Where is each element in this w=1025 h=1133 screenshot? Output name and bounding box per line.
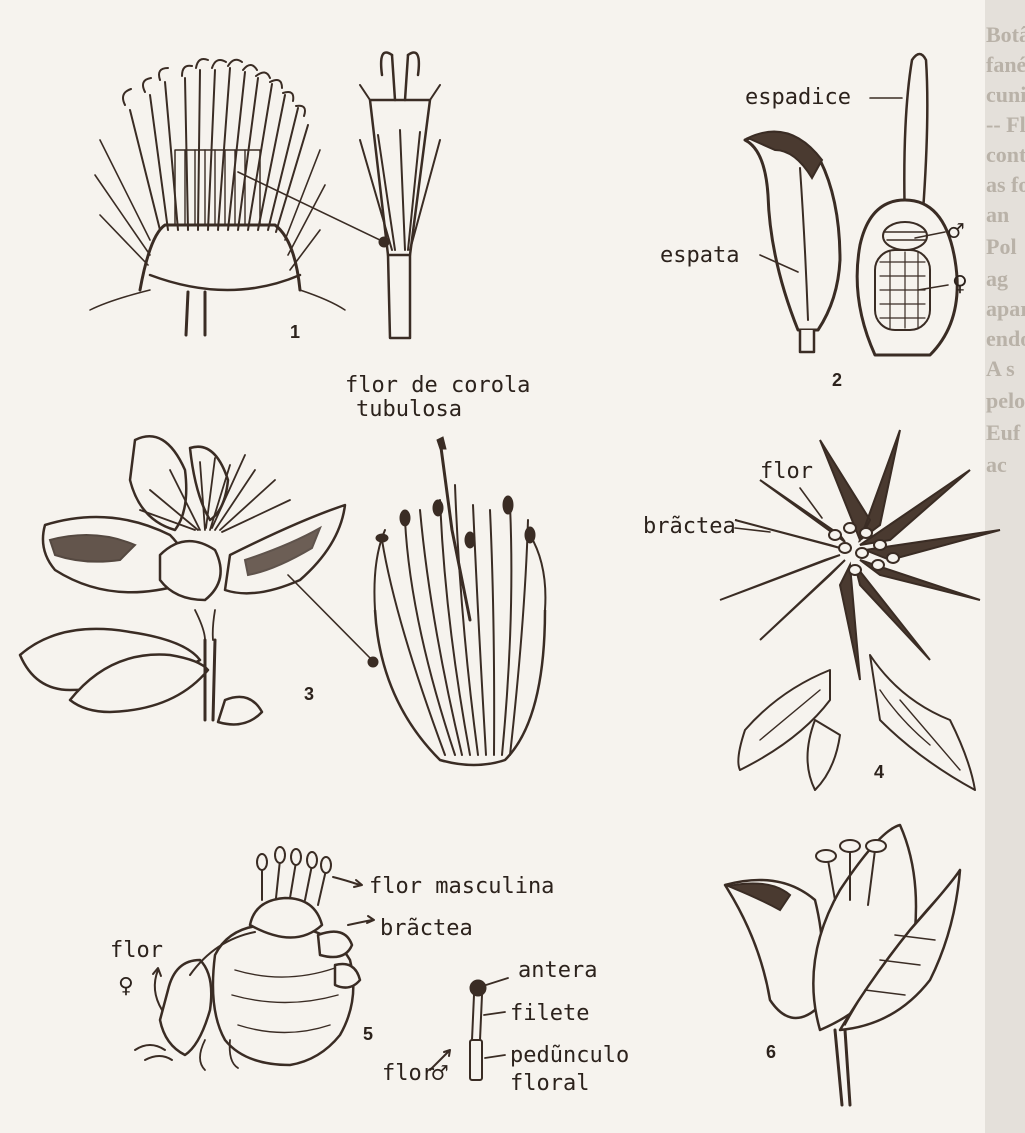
label-peduncle-line2: floral (510, 1071, 589, 1096)
label-bractea-5: brãctea (380, 916, 473, 941)
figure-4: flor brãctea 4 (643, 430, 1000, 790)
bleed-line: cuni (986, 82, 1025, 107)
figure-1: 1 (90, 53, 440, 343)
figure-number-2: 2 (832, 370, 842, 390)
figure-number-3: 3 (304, 684, 314, 704)
bleed-line: as fo (986, 172, 1025, 197)
label-flor: flor (760, 459, 813, 484)
pointer-dot (379, 237, 389, 247)
label-antera: antera (518, 958, 597, 983)
figure-5: flor masculina brãctea flor ♀ antera fil… (110, 847, 629, 1096)
label-flor-female: flor (110, 938, 163, 963)
label-flor-masculina: flor masculina (369, 874, 554, 899)
male-flower-detail: antera filete pedũnculo floral flor ♂ (382, 958, 629, 1096)
stamen-detail-drawing (374, 437, 545, 765)
bleed-line: -- Flo (986, 112, 1025, 137)
female-symbol-5: ♀ (118, 971, 134, 1001)
figure-3: flor de corola tubulosa (20, 373, 545, 765)
caption-corola-line2: tubulosa (356, 397, 462, 422)
spathe-drawing (745, 132, 840, 352)
label-filete: filete (510, 1001, 589, 1026)
figure-2: espadice espata ♂ ♀ 2 (660, 54, 968, 390)
male-symbol-5: ♂ (432, 1059, 448, 1089)
label-peduncle-line1: pedũnculo (510, 1043, 629, 1068)
bleed-line: ac (986, 452, 1007, 477)
bleed-line: ag (986, 266, 1008, 291)
bleed-line: pelo (986, 388, 1025, 413)
caption-corola-line1: flor de corola (345, 373, 530, 398)
poinsettia-drawing (720, 430, 1000, 790)
capitulum-drawing (90, 59, 345, 335)
tubular-floret-drawing (360, 53, 440, 339)
figure-6: 6 (725, 825, 960, 1105)
male-symbol: ♂ (948, 217, 964, 247)
bleed-line: Botân (986, 22, 1025, 47)
stamen-pointer (288, 575, 372, 660)
bleed-line: an (986, 202, 1009, 227)
female-symbol: ♀ (952, 269, 968, 299)
figure-number-4: 4 (874, 762, 884, 782)
anther-shape (470, 980, 486, 996)
label-espata: espata (660, 243, 739, 268)
label-flor-male: flor (382, 1061, 435, 1086)
spadix-drawing (857, 54, 957, 355)
bleed-line: A s (986, 356, 1015, 381)
label-espadice: espadice (745, 85, 851, 110)
bleed-line: fanér (986, 52, 1025, 77)
flower-pointer (800, 488, 822, 518)
bleed-line: endo (986, 326, 1025, 351)
bleed-line: Pol (986, 234, 1017, 259)
label-bractea: brãctea (643, 514, 736, 539)
bleed-line: Euf (986, 420, 1021, 445)
pointer-dot (368, 657, 378, 667)
figure-number-1: 1 (290, 322, 300, 342)
figure-number-6: 6 (766, 1042, 776, 1062)
bleed-line: apare (986, 296, 1025, 321)
bougainvillea-drawing (725, 825, 960, 1105)
inflorescence-drawing (135, 847, 360, 1070)
flower-branch-drawing (20, 436, 345, 724)
figure-number-5: 5 (363, 1024, 373, 1044)
